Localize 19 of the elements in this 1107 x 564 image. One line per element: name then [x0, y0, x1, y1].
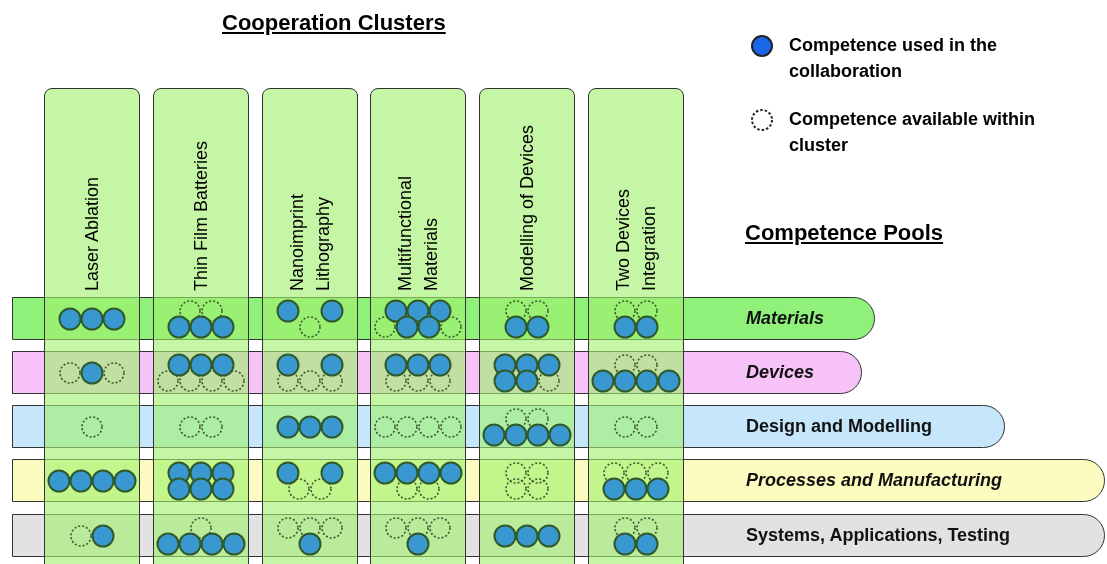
- pool-label: Processes and Manufacturing: [746, 469, 1003, 492]
- cooperation-cluster-column: [588, 88, 684, 564]
- legend-text: Competence used in the collaboration: [789, 34, 999, 83]
- cluster-label: Modelling of Devices: [516, 124, 538, 291]
- cluster-label: Multifunctional Materials: [394, 174, 442, 291]
- pool-label: Devices: [746, 361, 815, 384]
- pool-label: Design and Modelling: [746, 415, 932, 438]
- cooperation-cluster-column: [44, 88, 140, 564]
- cluster-label: Two Devices Integration: [612, 187, 660, 291]
- cluster-label: Thin Film Batteries: [190, 140, 212, 291]
- heading: Competence Pools: [745, 220, 944, 246]
- heading: Cooperation Clusters: [222, 10, 446, 36]
- legend-text: Competence available within cluster: [789, 108, 1037, 157]
- pool-label: Materials: [746, 307, 825, 330]
- cluster-label: Laser Ablation: [81, 176, 103, 291]
- cluster-label: Nanoimprint Lithography: [286, 192, 334, 291]
- competence-pool-band: [12, 405, 1005, 448]
- pool-label: Systems, Applications, Testing: [746, 524, 1011, 547]
- cooperation-cluster-column: [262, 88, 358, 564]
